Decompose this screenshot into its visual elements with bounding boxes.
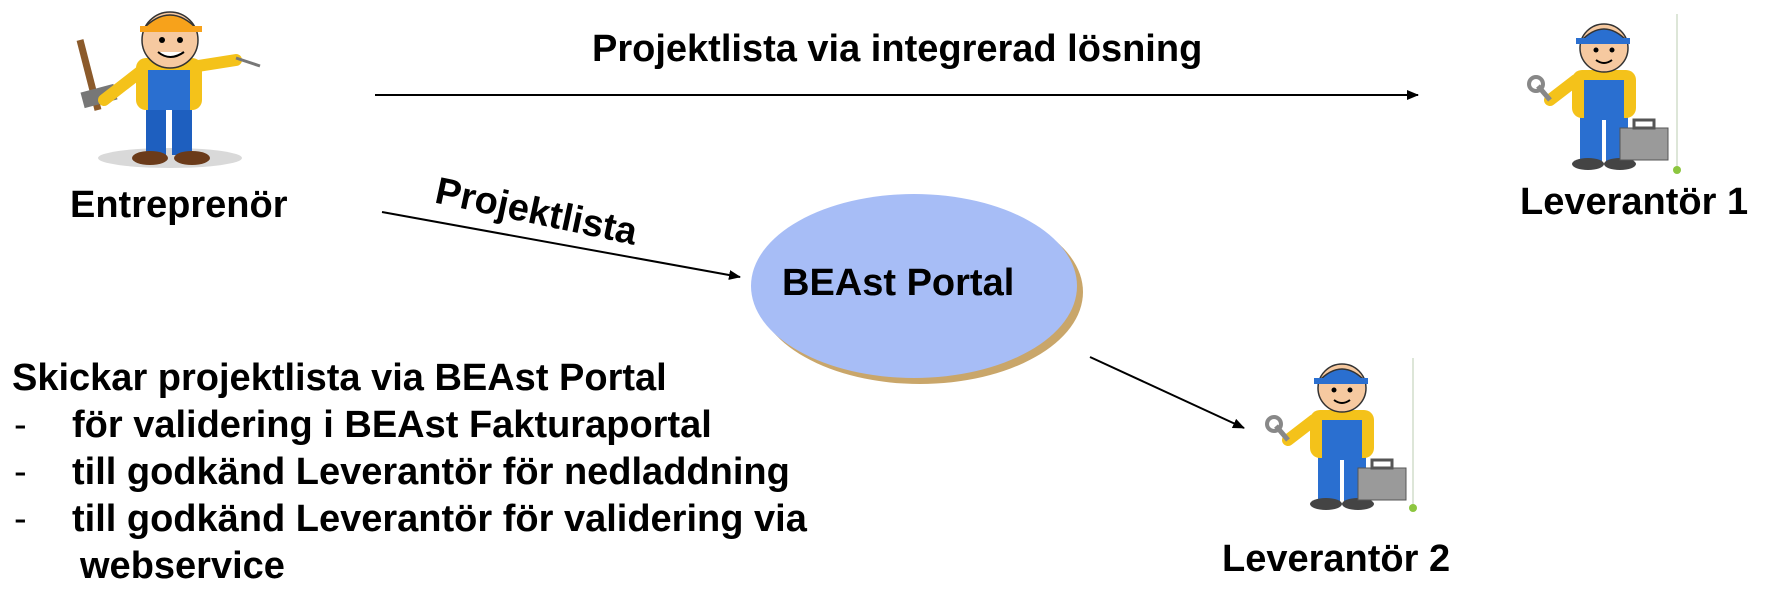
list-dash: - (14, 498, 27, 540)
mechanic-wrench-toolbox-icon (1527, 14, 1681, 174)
list-item: - till godkänd Leverantör för validering… (12, 496, 807, 590)
list-item-continuation: webservice (80, 545, 285, 587)
node-supplier1-label: Leverantör 1 (1520, 181, 1749, 223)
notes-block: Skickar projektlista via BEAst Portal - … (12, 355, 807, 590)
list-item: - för validering i BEAst Fakturaportal (12, 402, 807, 449)
list-item-text: till godkänd Leverantör för validering v… (72, 498, 807, 540)
list-dash: - (14, 451, 27, 493)
portal-label: BEAst Portal (782, 262, 1015, 304)
list-item: - till godkänd Leverantör för nedladdnin… (12, 449, 807, 496)
notes-list: - för validering i BEAst Fakturaportal -… (12, 402, 807, 590)
edge-top-label: Projektlista via integrerad lösning (592, 28, 1203, 70)
notes-heading: Skickar projektlista via BEAst Portal (12, 357, 667, 399)
mechanic-wrench-toolbox-icon (1265, 358, 1417, 512)
edge-portal-to-supplier2-arrow (1089, 356, 1245, 429)
list-dash: - (14, 404, 27, 446)
node-supplier2-label: Leverantör 2 (1222, 538, 1451, 580)
list-item-text: till godkänd Leverantör för nedladdning (72, 451, 790, 493)
node-entrepreneur-label: Entreprenör (70, 184, 288, 226)
construction-worker-hammer-icon (76, 11, 261, 168)
list-item-text: för validering i BEAst Fakturaportal (72, 404, 712, 446)
edge-diagonal-arrow (381, 211, 741, 280)
portal-node (751, 194, 1077, 378)
